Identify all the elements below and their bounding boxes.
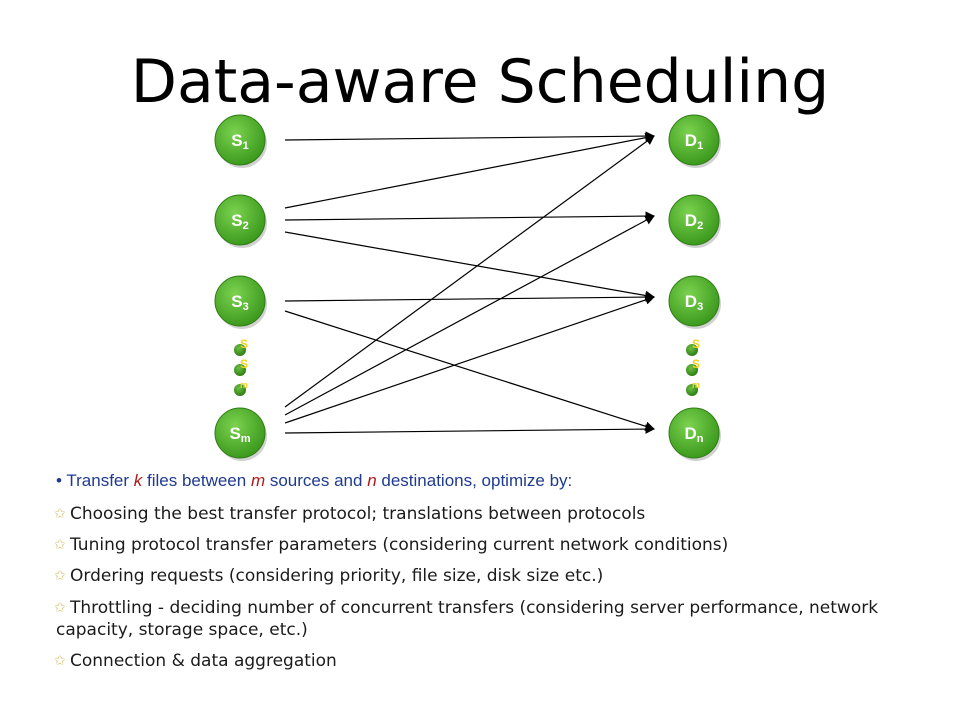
list-item: ✩Ordering requests (considering priority… [54,565,936,587]
intro-text-2: files between [142,471,251,490]
destination-ellipsis-dot [686,384,698,396]
star-icon: ✩ [54,599,66,616]
star-icon: ✩ [54,537,66,554]
page-title: Data-aware Scheduling [130,47,830,117]
node-circle [668,194,720,246]
node-circle [668,275,720,327]
destination-ellipsis-label: m [692,380,700,390]
list-item-text: Choosing the best transfer protocol; tra… [70,504,646,525]
intro-text-4: destinations, optimize by: [376,471,573,490]
node-circle [214,407,266,459]
node-circle [214,114,266,166]
node-circle [668,407,720,459]
destination-ellipsis-label: S [692,337,700,351]
edge-sm-d1 [284,135,655,408]
list-item: ✩Tuning protocol transfer parameters (co… [54,534,936,556]
node-circle [668,114,720,166]
edge-s1-d1 [284,131,655,141]
intro-bullet: • Transfer k files between m sources and… [56,470,936,491]
edges [284,131,655,434]
star-icon: ✩ [54,652,66,669]
edge-sm-d2 [284,215,655,416]
node-circle [214,194,266,246]
star-icon: ✩ [54,568,66,585]
star-icon: ✩ [54,506,66,523]
list-item-text: Tuning protocol transfer parameters (con… [70,535,729,556]
edge-sm-d3 [284,295,655,424]
destination-ellipsis-label: S [692,357,700,371]
destination-node-d3: D3 [668,275,721,329]
source-ellipsis-label: S [240,357,248,371]
source-node-s3: S3 [214,275,267,329]
destination-node-dn: Dn [668,407,721,461]
edge-s2-d3 [284,231,655,301]
destination-node-d1: D1 [668,114,721,168]
intro-bullet-mark: • [56,471,62,490]
edge-s2-d1 [284,132,655,209]
node-circle [214,275,266,327]
edge-s2-d2 [284,211,655,221]
destination-ellipsis-dot [686,344,698,356]
bullet-list: • Transfer k files between m sources and… [54,470,936,681]
list-item-text: Ordering requests (considering priority,… [70,566,604,587]
source-ellipsis-dot [234,384,246,396]
edge-s3-dn [284,310,655,431]
edge-sm-dn [284,424,655,434]
list-item: ✩Choosing the best transfer protocol; tr… [54,503,936,525]
source-ellipsis-label: S [240,337,248,351]
list-item: ✩Throttling - deciding number of concurr… [54,597,936,641]
intro-var-n: n [367,471,377,490]
destination-ellipsis-dot [686,364,698,376]
source-ellipsis-dot [234,364,246,376]
source-node-s2: S2 [214,194,267,248]
destination-node-d2: D2 [668,194,721,248]
source-node-sm: Sm [214,407,267,461]
source-node-s1: S1 [214,114,267,168]
list-item-text: Connection & data aggregation [70,650,337,671]
intro-var-m: m [250,471,266,490]
source-ellipsis-label: m [240,380,248,390]
intro-text-1: Transfer [66,471,134,490]
source-ellipsis-dot [234,344,246,356]
intro-text-3: sources and [265,471,368,490]
edge-s3-d3 [284,292,655,302]
list-item: ✩Connection & data aggregation [54,650,936,672]
list-item-text: Throttling - deciding number of concurre… [56,597,879,640]
intro-var-k: k [133,471,143,490]
